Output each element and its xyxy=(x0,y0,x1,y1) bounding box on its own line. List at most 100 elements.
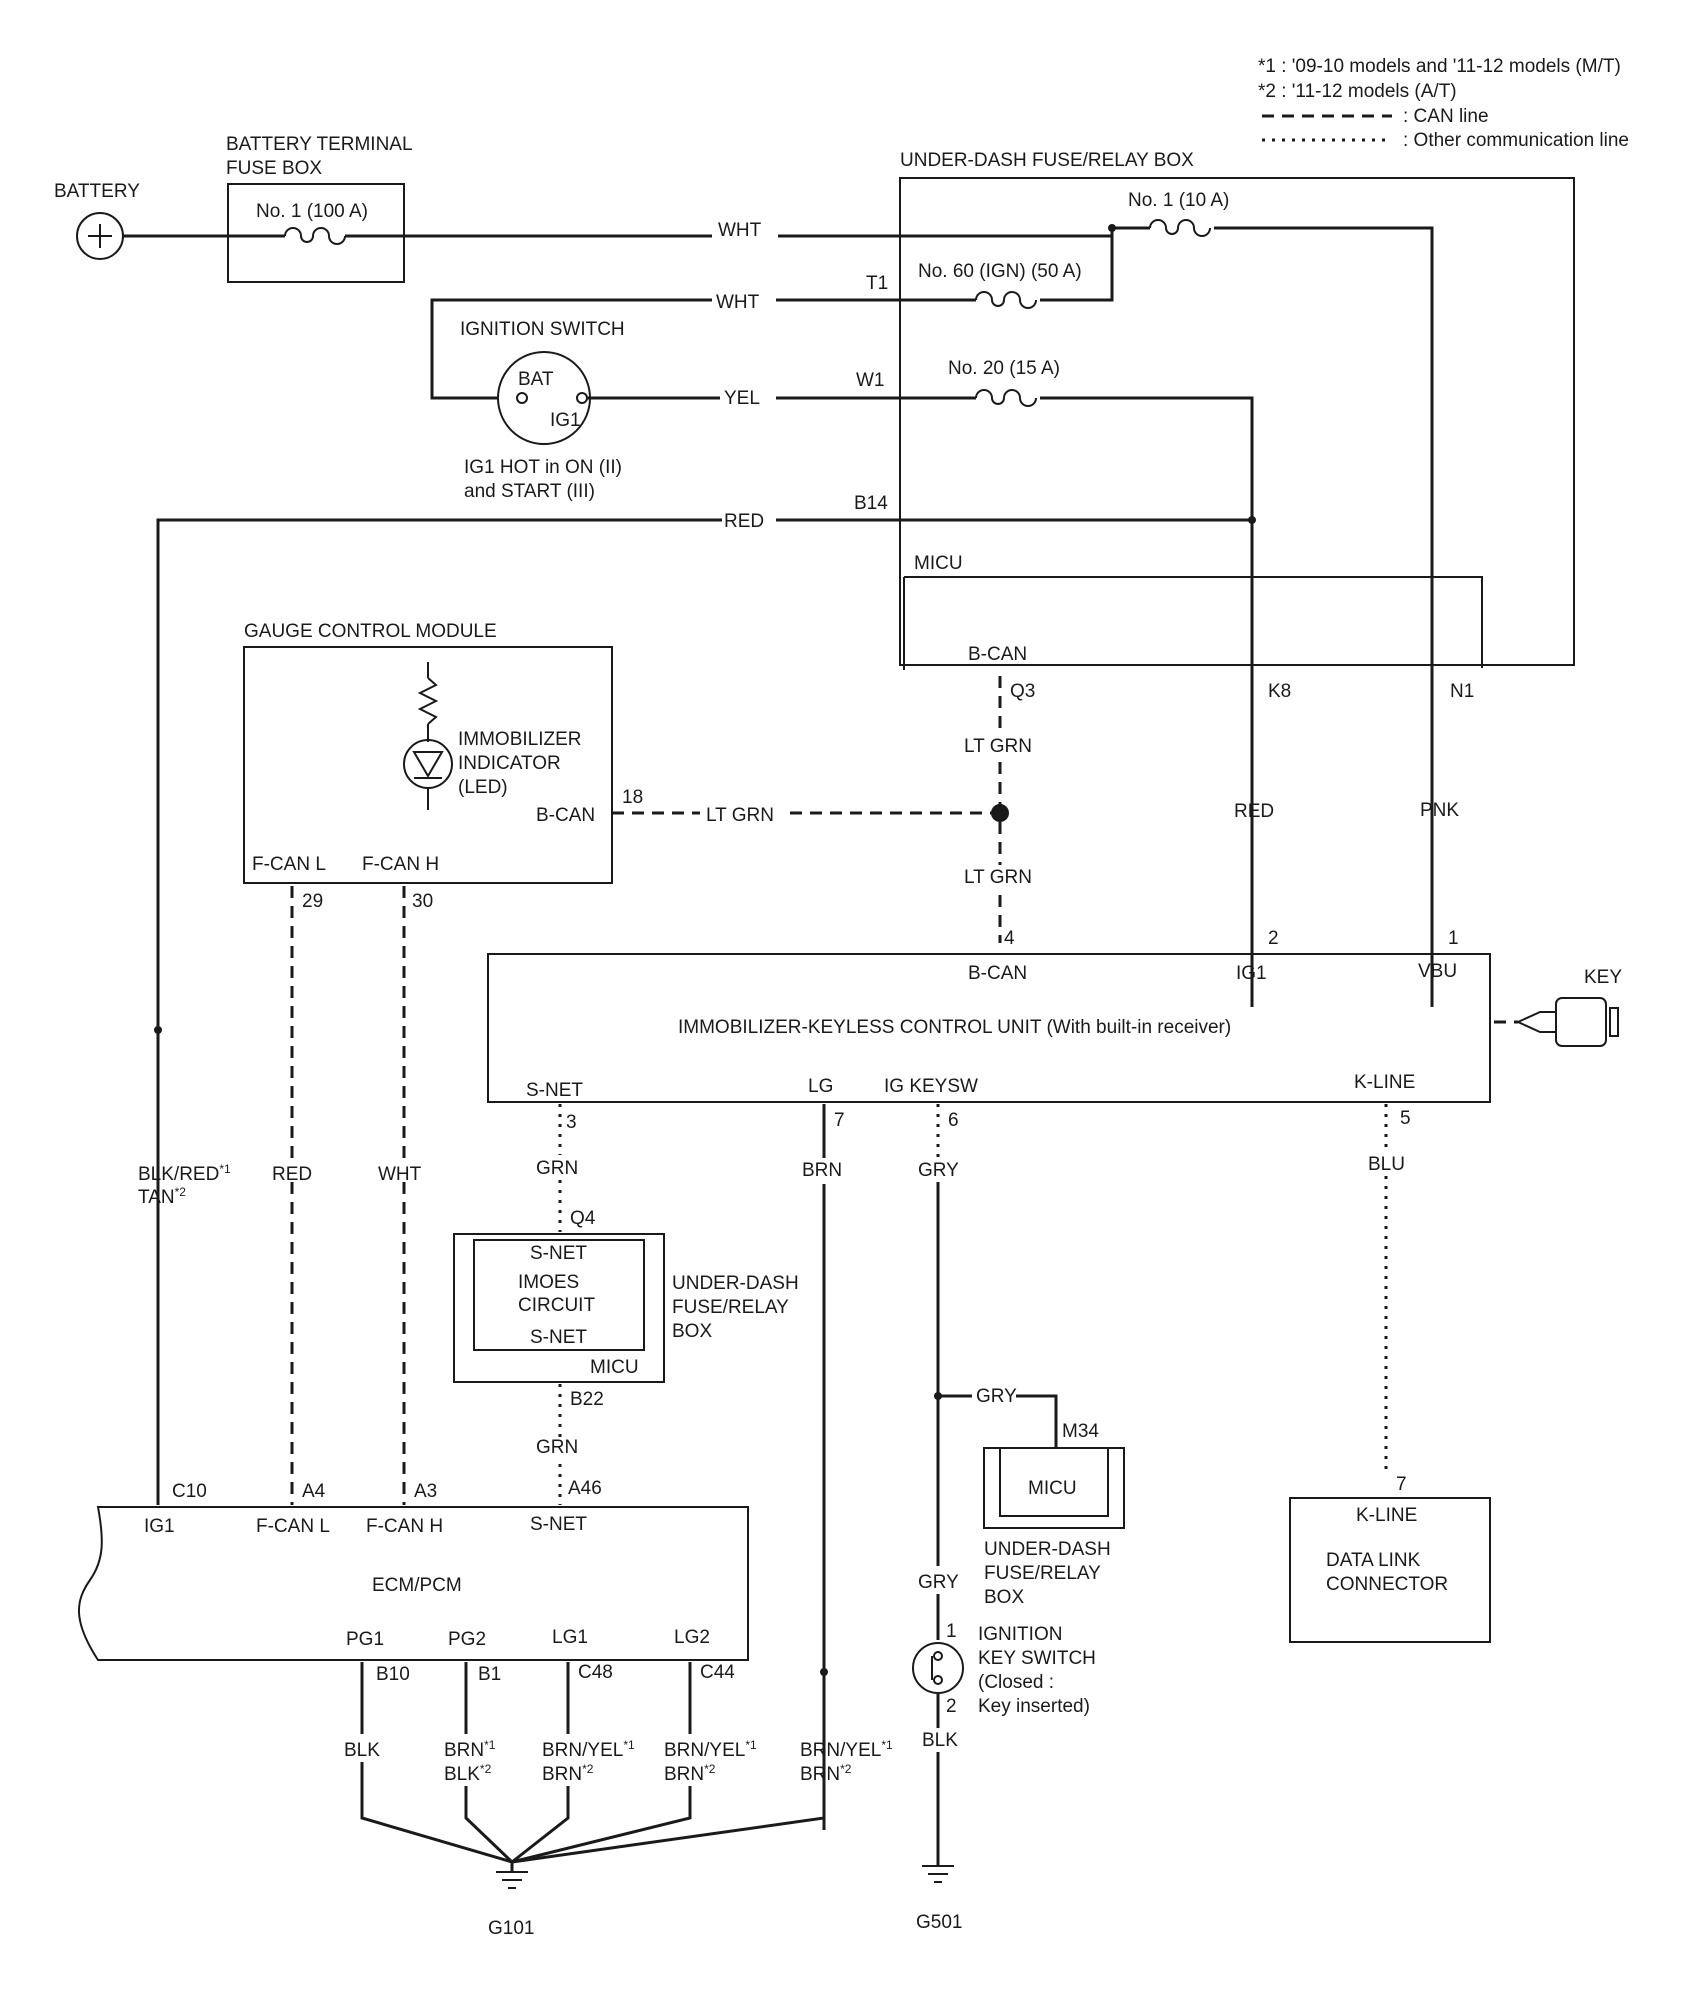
wire-fuse60 xyxy=(776,228,1114,302)
ecm-pin-b1: B1 xyxy=(478,1664,501,1685)
micu-m34-box-label-1: UNDER-DASH xyxy=(984,1539,1111,1560)
ecm-pcm-box xyxy=(78,1506,749,1661)
wire-label-brn-pg2: BRN*1 xyxy=(444,1738,496,1761)
ignition-note-2: and START (III) xyxy=(464,481,595,502)
wire-red-b14 xyxy=(156,518,1252,1505)
battery-fuse-box xyxy=(227,183,405,283)
battery-fuse-box-title-1: BATTERY TERMINAL xyxy=(226,134,413,155)
ign-key-label-4: Key inserted) xyxy=(978,1696,1090,1717)
terminal-t1: T1 xyxy=(866,273,888,294)
immo-title: IMMOBILIZER-KEYLESS CONTROL UNIT (With b… xyxy=(678,1017,1231,1038)
micu-label: MICU xyxy=(914,553,963,574)
imoes-box-label-3: BOX xyxy=(672,1321,712,1342)
wire-brn-yel-lg2 xyxy=(511,1662,692,1864)
wire-label-red-3: RED xyxy=(272,1164,312,1185)
junction-dot xyxy=(1248,516,1256,524)
ecm-pin-c10: C10 xyxy=(172,1481,207,1502)
fuse-100a-label: No. 1 (100 A) xyxy=(256,201,368,222)
terminal-k8: K8 xyxy=(1268,681,1291,702)
legend-can-line: : CAN line xyxy=(1403,106,1489,127)
wire-label-brn-lg2: BRN*2 xyxy=(664,1762,716,1785)
micu-m34-pin: M34 xyxy=(1062,1421,1099,1442)
ecm-pin-a46: A46 xyxy=(568,1478,602,1499)
key-icon xyxy=(1515,997,1619,1047)
immo-lg-label: LG xyxy=(808,1076,833,1097)
wire-wht-ignition xyxy=(430,298,712,400)
wire-label-brn-lg: BRN*2 xyxy=(800,1762,852,1785)
ign-key-label-1: IGNITION xyxy=(978,1624,1062,1645)
ign-key-contact-2 xyxy=(933,1675,943,1685)
battery-fuse-box-title-2: FUSE BOX xyxy=(226,158,322,179)
wire-label-gry-1: GRY xyxy=(918,1160,959,1181)
wire-label-ltgrn-1: LT GRN xyxy=(964,736,1032,757)
ecm-pin-a4: A4 xyxy=(302,1481,326,1502)
ign-key-label-3: (Closed : xyxy=(978,1672,1054,1693)
gauge-pin-18: 18 xyxy=(622,787,643,808)
ecm-ig1-label: IG1 xyxy=(144,1516,175,1537)
ecm-pin-a3: A3 xyxy=(414,1481,437,1502)
micu-m34-box-label-3: BOX xyxy=(984,1587,1024,1608)
dlc-pin-7: 7 xyxy=(1396,1474,1407,1495)
immobilizer-indicator-2: INDICATOR xyxy=(458,753,561,774)
battery-plus-icon xyxy=(76,212,124,260)
key-label: KEY xyxy=(1584,967,1622,988)
ecm-fcanh-label: F-CAN H xyxy=(366,1516,443,1537)
gauge-pin-29: 29 xyxy=(302,891,323,912)
wire-label-wht-2: WHT xyxy=(716,292,760,313)
imoes-q4: Q4 xyxy=(570,1208,596,1229)
under-dash-box xyxy=(899,177,1575,666)
ecm-lg1-label: LG1 xyxy=(552,1627,588,1648)
wire-label-red-1: RED xyxy=(724,511,764,532)
fuse-10a-icon xyxy=(1149,219,1211,237)
imoes-box-label-2: FUSE/RELAY xyxy=(672,1297,789,1318)
wire-label-grn-1: GRN xyxy=(536,1158,578,1179)
fuse-10a-label: No. 1 (10 A) xyxy=(1128,190,1229,211)
ignition-ig1-contact xyxy=(576,392,588,404)
wire-label-brnyel-lg2: BRN/YEL*1 xyxy=(664,1738,757,1761)
gauge-bcan-label: B-CAN xyxy=(536,805,595,826)
ecm-pin-c48: C48 xyxy=(578,1662,613,1683)
wire-label-wht-1: WHT xyxy=(718,220,762,241)
ecm-pin-c44: C44 xyxy=(700,1662,735,1683)
micu-bcan-label: B-CAN xyxy=(968,644,1027,665)
immobilizer-indicator-1: IMMOBILIZER xyxy=(458,729,582,750)
ecm-title: ECM/PCM xyxy=(372,1575,462,1596)
immo-pin-2: 2 xyxy=(1268,928,1279,949)
micu-m34-box-label-2: FUSE/RELAY xyxy=(984,1563,1101,1584)
wire-brn-yel-lg1 xyxy=(511,1662,570,1864)
data-link-connector xyxy=(1289,1497,1491,1643)
micu-box xyxy=(903,576,1483,670)
immobilizer-keyless-control-unit xyxy=(487,953,1491,1103)
imoes-circuit-1: IMOES xyxy=(518,1272,579,1293)
immo-pin-4: 4 xyxy=(1004,928,1015,949)
gauge-fcanl-label: F-CAN L xyxy=(252,854,326,875)
wire-label-blk-g501: BLK xyxy=(922,1730,958,1751)
wire-label-blk-red: BLK/RED*1 xyxy=(138,1162,231,1185)
wire-label-pnk: PNK xyxy=(1420,800,1459,821)
immo-snet-label: S-NET xyxy=(526,1080,583,1101)
battery-label: BATTERY xyxy=(54,181,140,202)
immo-pin-5: 5 xyxy=(1400,1108,1411,1129)
ignition-bat-contact xyxy=(516,392,528,404)
wire-label-tan: TAN*2 xyxy=(138,1185,186,1208)
imoes-outer-box xyxy=(453,1233,665,1383)
gauge-pin-30: 30 xyxy=(412,891,433,912)
immo-igkeysw-label: IG KEYSW xyxy=(884,1076,978,1097)
immo-pin-1: 1 xyxy=(1448,928,1459,949)
wire-label-gry-2: GRY xyxy=(976,1386,1017,1407)
ign-key-label-2: KEY SWITCH xyxy=(978,1648,1096,1669)
terminal-w1: W1 xyxy=(856,370,885,391)
wire-label-blk-pg2: BLK*2 xyxy=(444,1762,492,1785)
fuse-15a-label: No. 20 (15 A) xyxy=(948,358,1060,379)
immobilizer-indicator-3: (LED) xyxy=(458,777,508,798)
immo-pin-7: 7 xyxy=(834,1110,845,1131)
immo-pin-3: 3 xyxy=(566,1112,577,1133)
ign-key-pin-2: 2 xyxy=(946,1696,957,1717)
junction-dot xyxy=(154,1026,162,1034)
legend-other-line: : Other communication line xyxy=(1403,130,1629,151)
ignition-note-1: IG1 HOT in ON (II) xyxy=(464,457,622,478)
ecm-pg1-label: PG1 xyxy=(346,1629,384,1650)
wire-fuse1-to-vbu xyxy=(1112,226,1434,1007)
ignition-switch-title: IGNITION SWITCH xyxy=(460,319,625,340)
